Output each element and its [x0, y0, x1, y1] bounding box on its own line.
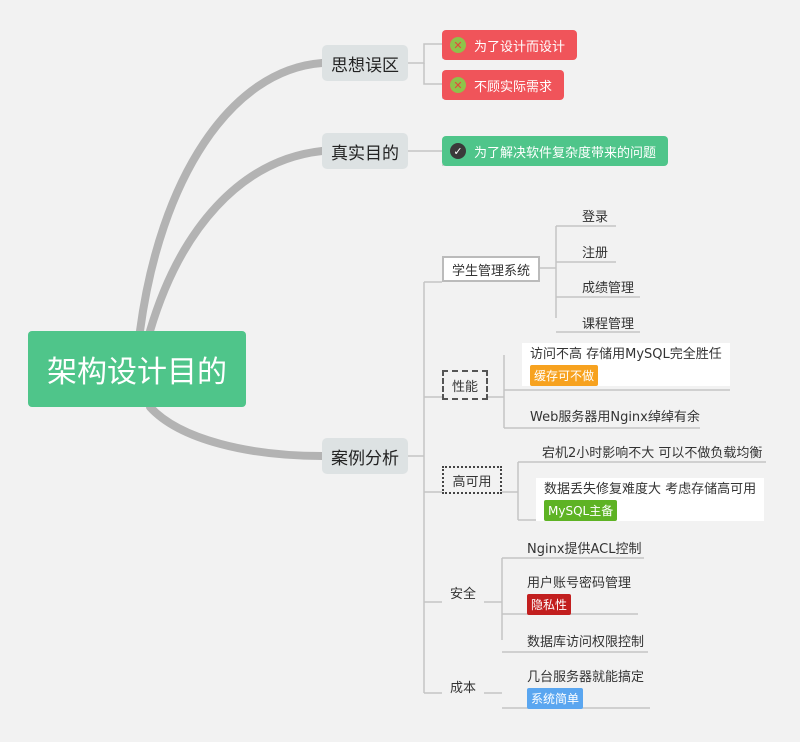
tag-mysql-replica: MySQL主备 — [544, 500, 618, 521]
mistake-item-1[interactable]: ✕ 为了设计而设计 — [442, 30, 578, 60]
system-item-login[interactable]: 登录 — [582, 210, 609, 225]
availability-item-2[interactable]: 数据丢失修复难度大 考虑存储高可用 MySQL主备 — [536, 478, 765, 521]
check-icon: ✓ — [450, 143, 466, 159]
case-cost[interactable]: 成本 — [450, 681, 477, 696]
cost-item-1[interactable]: 几台服务器就能搞定 系统简单 — [527, 666, 644, 709]
branch-case-analysis[interactable]: 案例分析 — [322, 438, 408, 474]
mistake-item-2[interactable]: ✕ 不顾实际需求 — [442, 70, 565, 100]
case-performance[interactable]: 性能 — [442, 370, 488, 400]
mistake-item-label: 为了设计而设计 — [474, 39, 566, 55]
performance-item-label: 访问不高 存储用MySQL完全胜任 — [530, 347, 722, 362]
branch-purpose[interactable]: 真实目的 — [322, 133, 408, 169]
security-item-1[interactable]: Nginx提供ACL控制 — [527, 542, 642, 557]
case-availability[interactable]: 高可用 — [442, 466, 502, 494]
tag-no-cache: 缓存可不做 — [530, 365, 599, 386]
availability-item-1[interactable]: 宕机2小时影响不大 可以不做负载均衡 — [542, 446, 763, 461]
system-item-register[interactable]: 注册 — [582, 246, 609, 261]
case-system[interactable]: 学生管理系统 — [442, 256, 540, 282]
availability-item-label: 数据丢失修复难度大 考虑存储高可用 — [544, 482, 757, 497]
tag-privacy: 隐私性 — [527, 594, 572, 615]
tag-simple-system: 系统简单 — [527, 688, 584, 709]
cross-icon: ✕ — [450, 37, 466, 53]
performance-item-1[interactable]: 访问不高 存储用MySQL完全胜任 缓存可不做 — [522, 343, 730, 386]
cross-icon: ✕ — [450, 77, 466, 93]
security-item-3[interactable]: 数据库访问权限控制 — [527, 635, 645, 650]
purpose-item-1[interactable]: ✓ 为了解决软件复杂度带来的问题 — [442, 136, 669, 166]
branch-mistakes[interactable]: 思想误区 — [322, 45, 408, 81]
case-security[interactable]: 安全 — [450, 587, 477, 602]
performance-item-2[interactable]: Web服务器用Nginx绰绰有余 — [530, 410, 700, 425]
mistake-item-label: 不顾实际需求 — [474, 79, 553, 95]
security-item-2[interactable]: 用户账号密码管理 隐私性 — [527, 572, 631, 615]
root-topic[interactable]: 架构设计目的 — [28, 331, 246, 407]
system-item-grades[interactable]: 成绩管理 — [582, 281, 635, 296]
system-item-courses[interactable]: 课程管理 — [582, 317, 635, 332]
cost-item-label: 几台服务器就能搞定 — [527, 670, 645, 685]
security-item-label: 用户账号密码管理 — [527, 576, 632, 591]
purpose-item-label: 为了解决软件复杂度带来的问题 — [474, 145, 657, 161]
